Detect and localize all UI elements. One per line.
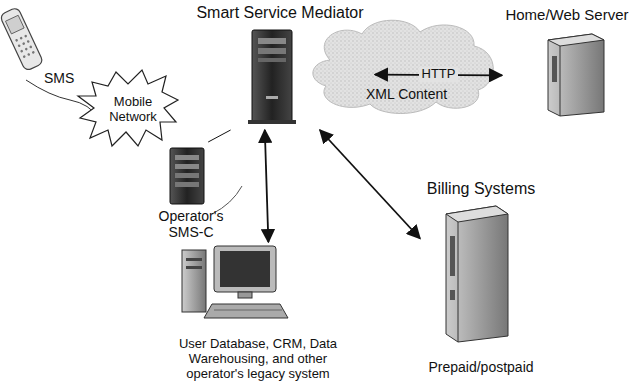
web-server: [548, 34, 604, 116]
connector: [320, 130, 420, 239]
smsc-node: Operator's SMS-C: [148, 142, 234, 240]
node-subtitle: Prepaid/postpaid: [428, 359, 533, 375]
server-node: Home/Web Server: [502, 6, 630, 116]
edge-label: HTTP: [419, 67, 459, 82]
node-title: Operator's SMS-C: [148, 208, 234, 240]
signal-label: SMS: [44, 70, 74, 86]
connector: [208, 130, 230, 142]
node-title: Billing Systems: [427, 180, 535, 198]
node-title: Smart Service Mediator: [196, 4, 363, 22]
content-label: XML Content: [366, 86, 447, 102]
network-cloud-node: Mobile Network: [96, 88, 170, 132]
mediator-node: Smart Service Mediator: [185, 4, 375, 130]
internet-cloud: [313, 20, 493, 113]
network-cloud: [78, 70, 178, 146]
system-node: User Database, CRM, Data Warehousing, an…: [175, 242, 341, 382]
connector: [265, 130, 269, 242]
node-title: Home/Web Server: [505, 6, 628, 23]
node-title: User Database, CRM, Data Warehousing, an…: [175, 337, 341, 382]
smsc-server: [170, 148, 204, 204]
node-title: Mobile Network: [96, 95, 170, 125]
computer: [182, 246, 288, 318]
billing-node: Billing SystemsPrepaid/postpaid: [420, 180, 542, 375]
mobile-phone: [0, 7, 44, 72]
mediator-server: [248, 30, 296, 124]
billing-server: [446, 206, 508, 342]
